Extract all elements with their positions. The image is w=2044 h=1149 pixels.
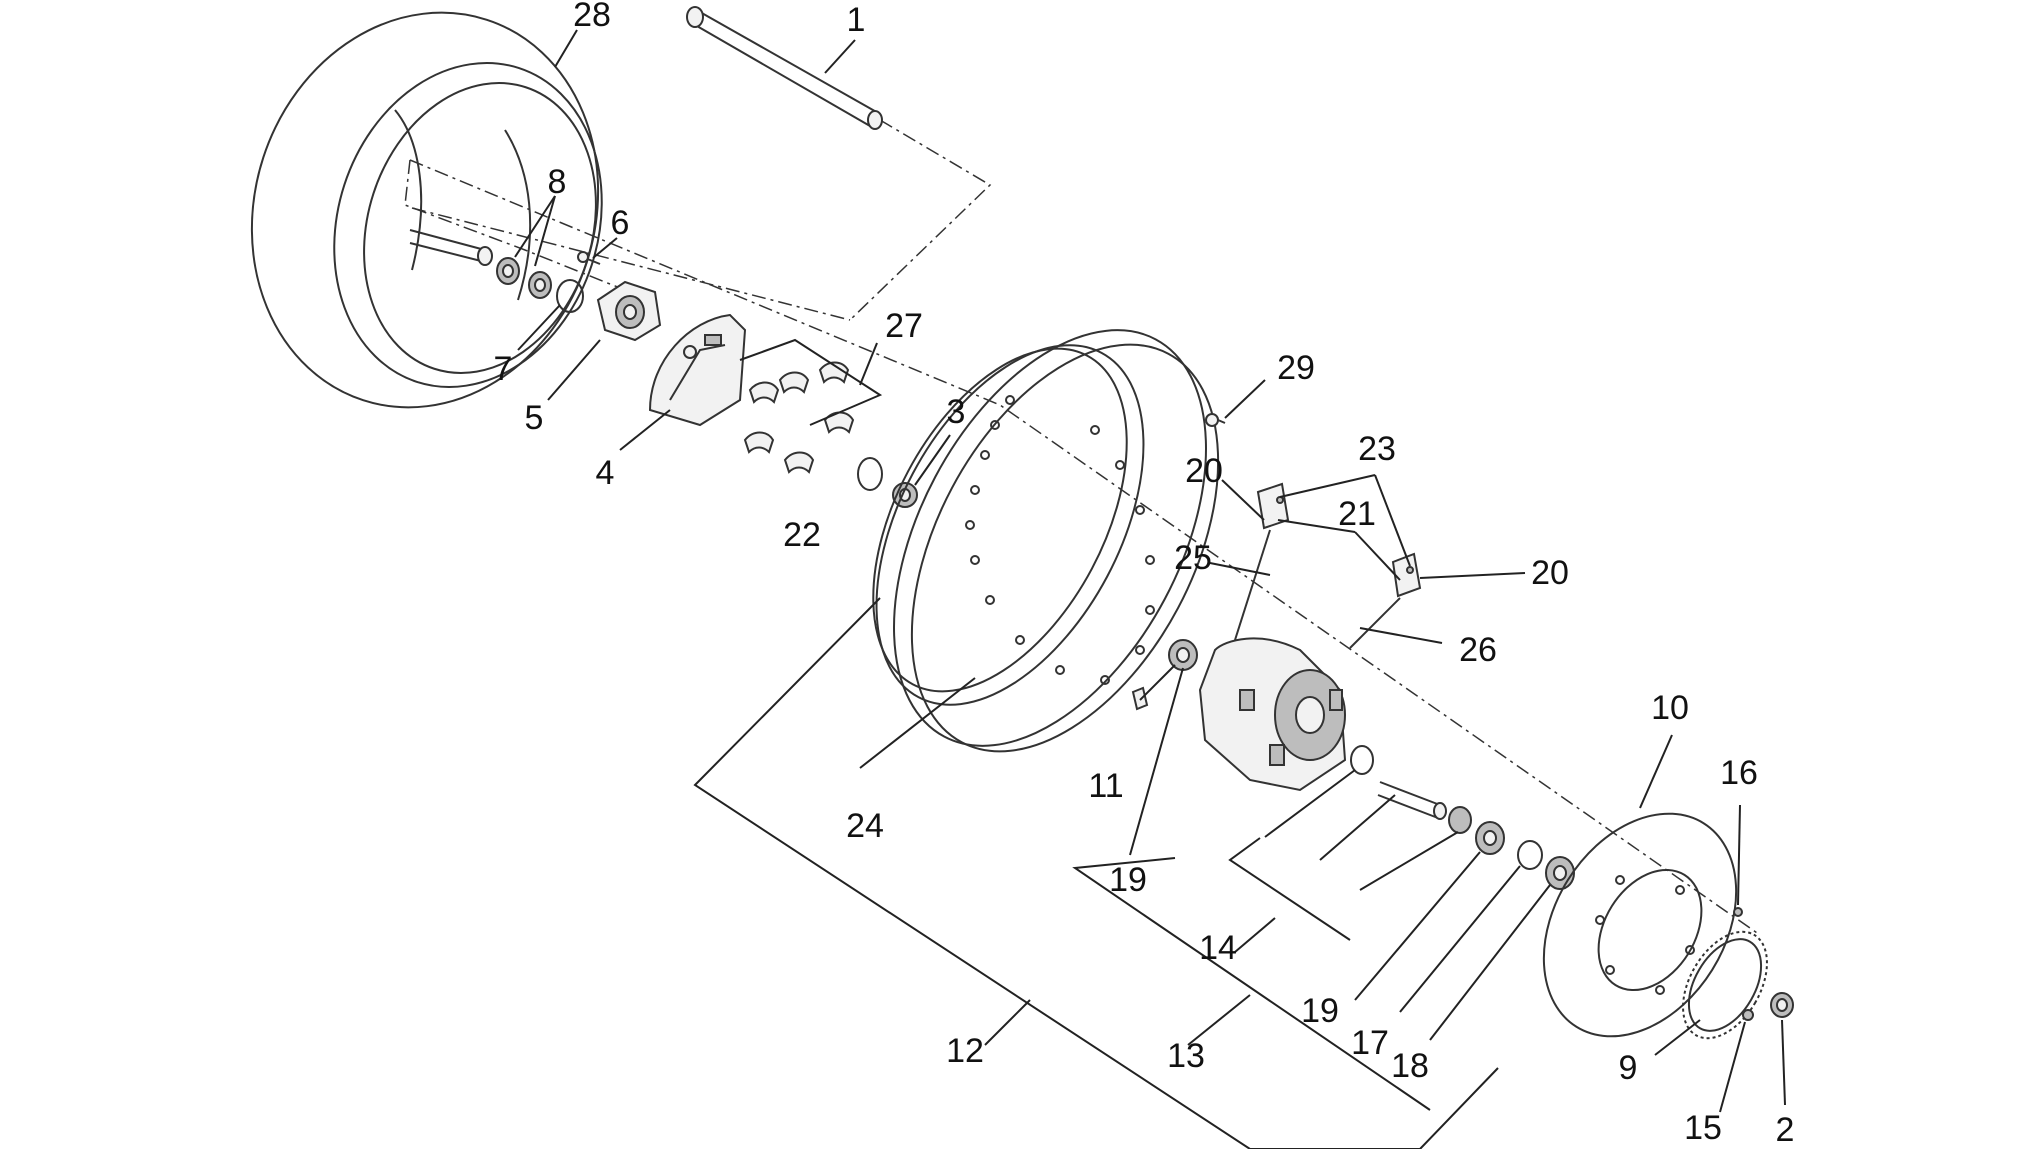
brake-disc-10 xyxy=(1542,812,1738,1038)
label-20-left: 20 xyxy=(1185,452,1223,490)
label-14: 14 xyxy=(1199,929,1237,967)
label-16: 16 xyxy=(1720,754,1758,792)
valve-11 xyxy=(1131,686,1149,711)
screw-29 xyxy=(1205,413,1226,427)
label-19-lower: 19 xyxy=(1301,992,1339,1030)
label-26: 26 xyxy=(1459,631,1497,669)
wheel-hub xyxy=(1198,637,1347,792)
label-19-upper: 19 xyxy=(1109,861,1147,899)
tire-wheel xyxy=(250,11,603,409)
label-23: 23 xyxy=(1358,430,1396,468)
label-13: 13 xyxy=(1167,1037,1205,1075)
callout-labels: 1 2 3 4 5 6 7 8 9 10 11 12 13 14 15 16 1… xyxy=(494,0,1795,1149)
leader-lines xyxy=(514,29,1786,1113)
nut-2 xyxy=(1770,992,1794,1018)
hub-inner-parts xyxy=(1350,745,1575,890)
label-25: 25 xyxy=(1174,539,1212,577)
label-15: 15 xyxy=(1684,1109,1722,1147)
circlip-22 xyxy=(857,457,883,491)
label-17: 17 xyxy=(1351,1024,1389,1062)
axle-centerline xyxy=(404,119,1761,936)
spoke-clamp-set xyxy=(1234,482,1422,649)
label-7: 7 xyxy=(494,350,513,388)
label-27: 27 xyxy=(885,307,923,345)
label-9: 9 xyxy=(1619,1049,1638,1087)
label-6: 6 xyxy=(611,204,630,242)
label-2: 2 xyxy=(1776,1111,1795,1149)
nut-15 xyxy=(1742,1009,1754,1021)
label-28: 28 xyxy=(573,0,611,34)
label-21: 21 xyxy=(1338,495,1376,533)
label-20-right: 20 xyxy=(1531,554,1569,592)
bearings-8 xyxy=(496,257,552,299)
label-1: 1 xyxy=(847,1,866,39)
label-29: 29 xyxy=(1277,349,1315,387)
label-8: 8 xyxy=(548,163,567,201)
bearing-19-front xyxy=(1168,639,1198,671)
label-4: 4 xyxy=(596,454,615,492)
label-12: 12 xyxy=(946,1032,984,1070)
label-5: 5 xyxy=(525,399,544,437)
screw-6 xyxy=(577,251,601,265)
rim-24 xyxy=(872,329,1220,753)
label-3: 3 xyxy=(947,393,966,431)
sprocket-9 xyxy=(1682,930,1768,1040)
axle-pin xyxy=(686,6,883,130)
label-11: 11 xyxy=(1088,767,1123,805)
bolt-16 xyxy=(1733,907,1743,917)
spoke-holes xyxy=(965,395,1155,685)
label-10: 10 xyxy=(1651,689,1689,727)
cush-drive-housing-4 xyxy=(648,313,747,427)
group-brackets xyxy=(693,597,1499,1149)
label-24: 24 xyxy=(846,807,884,845)
o-ring-7 xyxy=(556,279,584,313)
label-22: 22 xyxy=(783,516,821,554)
label-18: 18 xyxy=(1391,1047,1429,1085)
rubber-dampers-27 xyxy=(739,338,883,474)
flange-5 xyxy=(596,280,662,342)
